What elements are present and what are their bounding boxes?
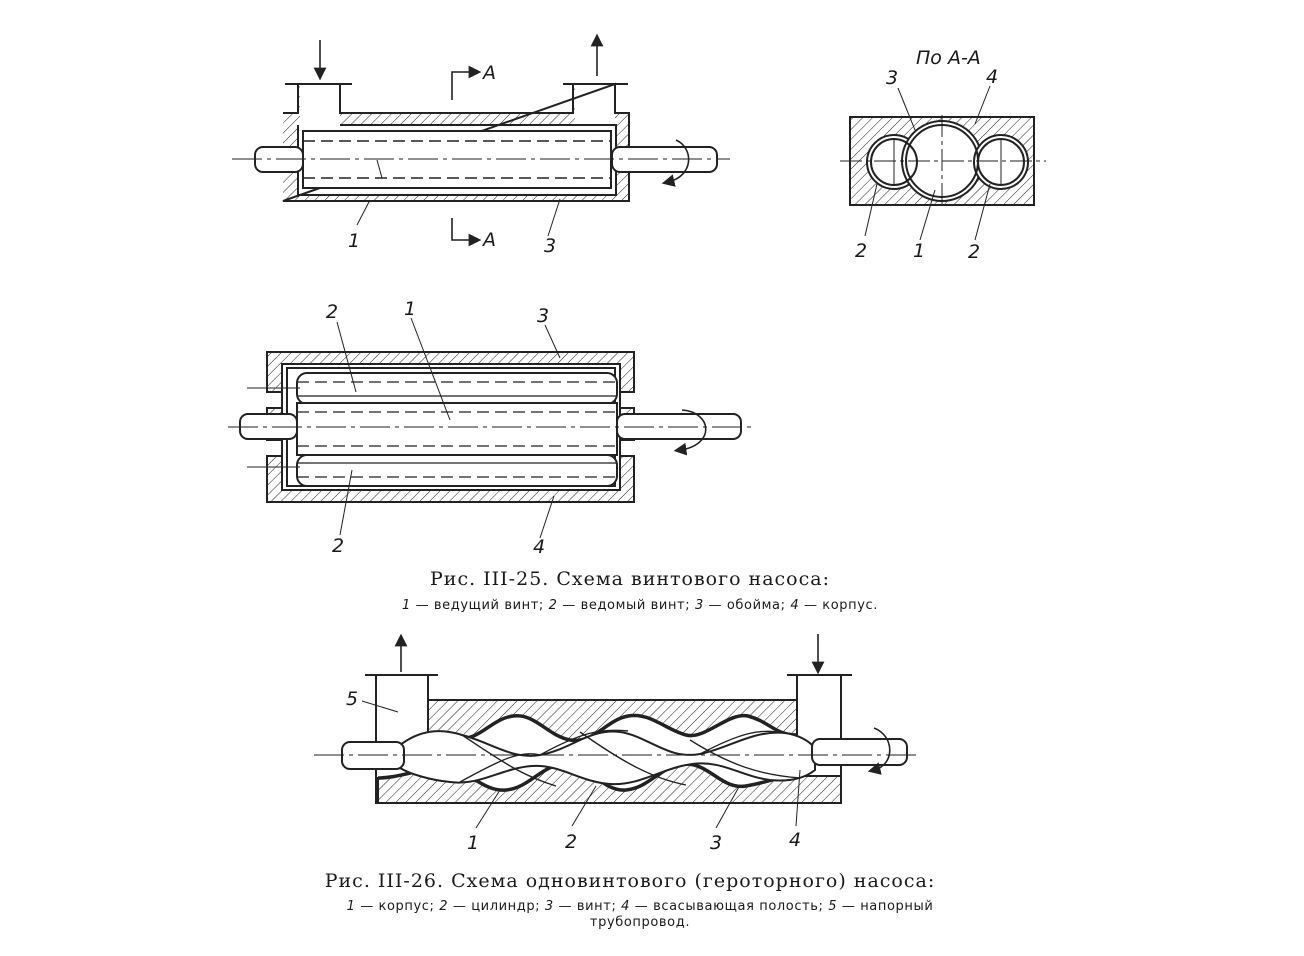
legend-num: 2 <box>548 598 558 613</box>
fig25-section-labels: По А-А 3 4 2 1 2 <box>855 47 998 263</box>
fig25-plan-labels: 2 1 3 2 4 <box>326 298 549 558</box>
legend-num: 1 <box>346 899 356 914</box>
fig26-caption-title: Рис. III-26. Схема одновинтового (герото… <box>324 870 936 892</box>
fig26-legend-line2: трубопровод. <box>589 915 691 930</box>
label-4: 4 <box>789 829 801 851</box>
label-3: 3 <box>886 67 898 89</box>
legend-text: — обойма; <box>703 598 791 613</box>
label-1: 1 <box>467 832 479 854</box>
legend-num: 3 <box>694 598 704 613</box>
label-1: 1 <box>348 230 360 252</box>
legend-text: — корпус; <box>355 899 440 914</box>
label-1: 1 <box>913 240 925 262</box>
cut-mark-bottom: А <box>481 229 496 251</box>
label-4: 4 <box>533 536 545 558</box>
legend-num: 3 <box>544 899 554 914</box>
fig25-plan-view <box>228 317 752 539</box>
legend-num: 4 <box>621 899 631 914</box>
section-title: По А-А <box>916 47 981 69</box>
label-2: 2 <box>326 301 338 323</box>
cut-mark-top: А <box>481 62 496 84</box>
legend-text: — ведущий винт; <box>410 598 549 613</box>
legend-num: 2 <box>439 899 449 914</box>
legend-num: 1 <box>401 598 411 613</box>
fig25-side-labels: 1 3 А А <box>348 62 556 257</box>
legend-text: — корпус. <box>799 598 879 613</box>
legend-text: — цилиндр; <box>448 899 545 914</box>
label-2: 2 <box>855 240 867 262</box>
label-3: 3 <box>710 832 722 854</box>
legend-num: 5 <box>828 899 838 914</box>
label-3: 3 <box>537 305 549 327</box>
legend-text: — ведомый винт; <box>557 598 695 613</box>
label-5: 5 <box>346 688 358 710</box>
fig26-legend-line1: 1 — корпус; 2 — цилиндр; 3 — винт; 4 — в… <box>230 899 1050 914</box>
fig26-labels: 5 1 2 3 4 <box>346 688 801 854</box>
fig25-section-view <box>840 85 1046 241</box>
label-3: 3 <box>544 235 556 257</box>
label-2: 2 <box>565 831 577 853</box>
legend-text: — винт; <box>553 899 622 914</box>
label-2: 2 <box>332 535 344 557</box>
legend-num: 4 <box>790 598 800 613</box>
fig26-drawing <box>314 633 920 829</box>
fig25-caption-title: Рис. III-25. Схема винтового насоса: <box>430 568 830 590</box>
fig25-legend: 1 — ведущий винт; 2 — ведомый винт; 3 — … <box>250 598 1030 613</box>
label-1: 1 <box>404 298 416 320</box>
label-2: 2 <box>968 241 980 263</box>
label-4: 4 <box>986 66 998 88</box>
legend-text: — напорный <box>837 899 934 914</box>
legend-text: — всасывающая полость; <box>630 899 829 914</box>
fig25-side-view <box>232 33 730 247</box>
